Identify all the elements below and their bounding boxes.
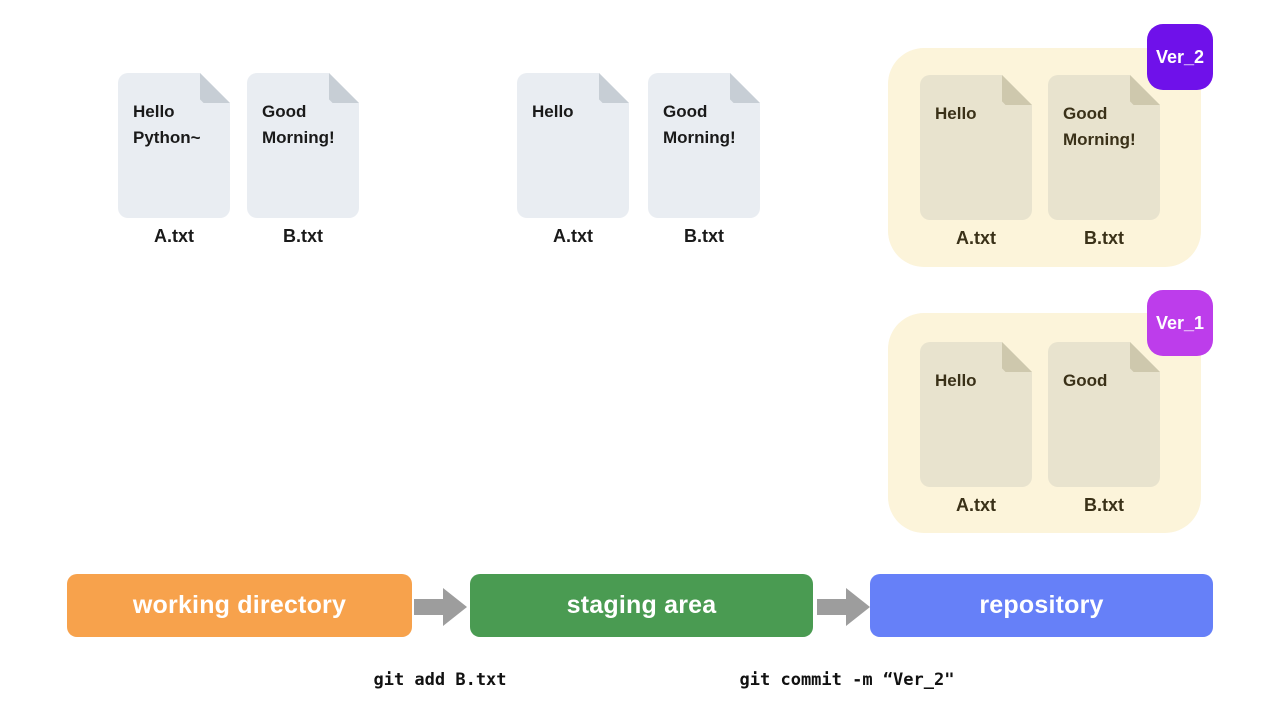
command-git-add: git add B.txt [373,670,507,690]
file-content: Good Morning! [1063,104,1136,149]
ver2-file-a: Hello A.txt [920,75,1032,249]
stage-repository: repository [870,574,1213,637]
file-content: Good [1063,371,1108,390]
stage-working-directory: working directory [67,574,412,637]
file-name-label: B.txt [283,226,323,246]
version-badge-ver2: Ver_2 [1147,24,1213,90]
file-content: Hello Python~ [133,102,201,147]
document-icon: Hello [920,75,1032,220]
file-name-label: A.txt [154,226,194,246]
file-name-label: A.txt [956,495,996,515]
stage-staging-area: staging area [470,574,813,637]
staging-area-file-b: Good Morning! B.txt [648,73,760,247]
file-name-label: B.txt [684,226,724,246]
document-icon: Good Morning! [1048,75,1160,220]
commit-panel-ver1: Hello A.txt Good B.txt [888,313,1201,533]
working-directory-file-a: Hello Python~ A.txt [118,73,230,247]
staging-area-file-a: Hello A.txt [517,73,629,247]
arrow-right-icon [817,588,870,626]
document-icon: Good Morning! [247,73,359,218]
commit-panel-ver2: Hello A.txt Good Morning! B.txt [888,48,1201,267]
file-content: Hello [532,102,574,121]
ver1-file-b: Good B.txt [1048,342,1160,516]
arrow-right-icon [414,588,467,626]
working-directory-file-b: Good Morning! B.txt [247,73,359,247]
file-name-label: B.txt [1084,228,1124,248]
file-content: Hello [935,371,977,390]
file-content: Good Morning! [663,102,736,147]
ver1-file-a: Hello A.txt [920,342,1032,516]
file-content: Hello [935,104,977,123]
document-icon: Hello Python~ [118,73,230,218]
document-icon: Good Morning! [648,73,760,218]
file-name-label: B.txt [1084,495,1124,515]
document-icon: Hello [920,342,1032,487]
document-icon: Good [1048,342,1160,487]
command-git-commit: git commit -m “Ver_2" [739,670,955,690]
ver2-file-b: Good Morning! B.txt [1048,75,1160,249]
file-name-label: A.txt [956,228,996,248]
file-content: Good Morning! [262,102,335,147]
document-icon: Hello [517,73,629,218]
version-badge-ver1: Ver_1 [1147,290,1213,356]
file-name-label: A.txt [553,226,593,246]
